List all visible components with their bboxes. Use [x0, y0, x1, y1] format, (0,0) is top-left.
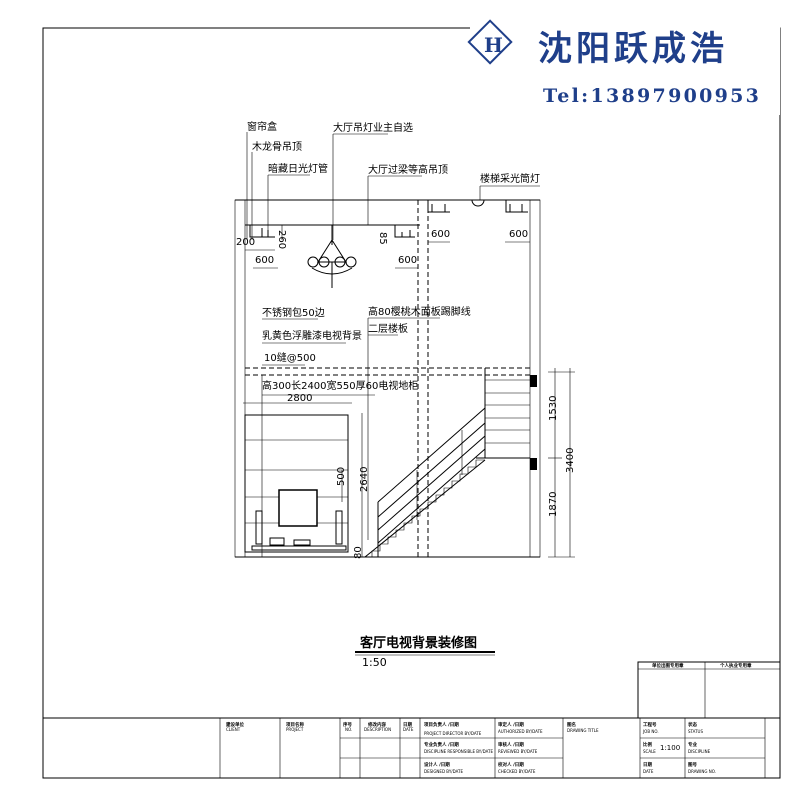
tb-checked: CHECKED BY/DATE	[498, 769, 536, 774]
tb-discipline-cn: 专业	[688, 741, 697, 748]
tb-authorized: AUTHORIZED BY/DATE	[498, 729, 543, 734]
staircase	[364, 368, 537, 558]
dim-1870: 1870	[548, 492, 559, 517]
tb-authorized-cn: 审定人 /日期	[498, 721, 524, 728]
dim-260: 260	[276, 230, 287, 249]
logo-mark-icon: H	[484, 33, 503, 57]
dim-600-d: 600	[509, 229, 528, 240]
tb-status: STATUS	[688, 729, 703, 734]
tb-desc: DESCRIPTION	[364, 727, 391, 732]
tb-no: NO.	[345, 727, 352, 732]
tb-no-cn: 序号	[342, 721, 352, 728]
tv-icon	[278, 489, 318, 527]
tb-scale-value: 1:100	[660, 744, 680, 752]
dim-1530: 1530	[548, 396, 559, 421]
tb-desc-cn: 修改内容	[367, 721, 386, 728]
note-second-floor: 二层楼板	[368, 322, 408, 335]
note-seam: 10缝@500	[264, 351, 316, 364]
tb-date2-cn: 日期	[643, 761, 652, 768]
tb-reviewed-cn: 审核人 /日期	[498, 741, 524, 748]
tb-discipline: DISCIPLINE	[688, 749, 711, 754]
tb-scale: SCALE	[643, 749, 656, 754]
tb-job: JOB NO.	[642, 729, 659, 734]
company-tel: Tel:13897900953	[543, 85, 761, 107]
dimensions: 200 600 260 85 600 600 600 2800 500 2640…	[236, 225, 576, 559]
tb-designed-cn: 设计人 /日期	[424, 761, 450, 768]
tb-drawing-no: DRAWING NO.	[688, 769, 716, 774]
dim-3400: 3400	[565, 448, 576, 473]
dim-2640: 2640	[359, 467, 370, 492]
speaker-left-icon	[255, 510, 263, 545]
room-elevation	[234, 199, 541, 558]
tb-title-cn: 图名	[567, 721, 576, 728]
tb-date2: DATE	[643, 769, 654, 774]
handrail	[377, 407, 486, 503]
annotations: 窗帘盒 木龙骨吊顶 暗藏日光灯管 大厅吊灯业主自选 大厅过梁等高吊顶 楼梯采光筒…	[246, 120, 540, 540]
title-block: 建设单位 CLIENT 项目名称 PROJECT 序号 NO. 修改内容 DES…	[42, 717, 781, 779]
note-skirting: 高80樱桃木面板踢脚线	[368, 305, 471, 318]
company-name: 沈阳跃成浩	[538, 29, 728, 69]
dim-600-a: 600	[255, 255, 274, 266]
note-bg-paint: 乳黄色浮雕漆电视背景	[262, 329, 362, 342]
tb-reviewed: REVIEWED BY/DATE	[498, 749, 538, 754]
dim-85: 85	[377, 232, 388, 245]
tb-director: PROJECT DIRECTOR BY/DATE	[424, 731, 482, 736]
drawing-scale: 1:50	[362, 656, 387, 669]
dim-600-b: 600	[398, 255, 417, 266]
note-chandelier: 大厅吊灯业主自选	[333, 121, 413, 134]
tv-background-wall	[244, 414, 349, 553]
dim-600-c: 600	[431, 229, 450, 240]
tb-project: PROJECT	[286, 727, 304, 732]
tb-checked-cn: 校对人 /日期	[498, 761, 524, 768]
note-curtain-box: 窗帘盒	[247, 120, 277, 133]
personal-stamp-label: 个人执业专用章	[719, 662, 752, 669]
tb-date-cn: 日期	[403, 721, 412, 728]
note-tv-cabinet: 高300长2400宽550厚60电视地柜	[262, 379, 418, 392]
tb-client-cn: 建设单位	[225, 721, 244, 728]
tb-discipline-resp: DISCIPLINE RESPONSIBLE BY/DATE	[424, 749, 493, 754]
dim-2800: 2800	[287, 393, 312, 404]
tb-project-cn: 项目名称	[286, 721, 304, 728]
dim-80: 80	[353, 546, 364, 559]
tb-job-cn: 工程号	[643, 721, 657, 728]
logo-diamond-icon	[467, 19, 513, 65]
tv-cabinet	[251, 545, 347, 551]
tb-director-cn: 项目负责人 /日期	[424, 721, 459, 728]
tb-drawing-no-cn: 图号	[688, 761, 697, 768]
drawing-title: 客厅电视背景装修图	[360, 635, 477, 651]
tb-designed: DESIGNED BY/DATE	[424, 769, 463, 774]
stamp-area: 单位出图专用章 个人执业专用章	[637, 661, 781, 719]
dim-500: 500	[336, 467, 347, 486]
tb-discipline-resp-cn: 专业负责人 /日期	[424, 741, 459, 748]
note-steel-trim: 不锈钢包50边	[262, 306, 325, 319]
speaker-right-icon	[335, 510, 343, 545]
dim-200: 200	[236, 237, 255, 248]
tb-title: DRAWING TITLE	[567, 728, 599, 733]
tb-scale-cn: 比例	[643, 741, 652, 748]
chandelier-icon	[307, 225, 357, 288]
stair-downlight-icon	[471, 199, 485, 207]
note-wood-keel: 木龙骨吊顶	[252, 140, 302, 153]
note-stair-light: 楼梯采光筒灯	[480, 172, 540, 185]
note-hidden-light: 暗藏日光灯管	[268, 162, 328, 175]
tb-status-cn: 状态	[688, 721, 697, 728]
unit-stamp-label: 单位出图专用章	[652, 662, 684, 669]
tb-date: DATE	[403, 727, 414, 732]
tb-client: CLIENT	[226, 727, 241, 732]
note-beam-ceiling: 大厅过梁等高吊顶	[368, 163, 448, 176]
company-logo: H 沈阳跃成浩 Tel:13897900953	[467, 19, 780, 115]
